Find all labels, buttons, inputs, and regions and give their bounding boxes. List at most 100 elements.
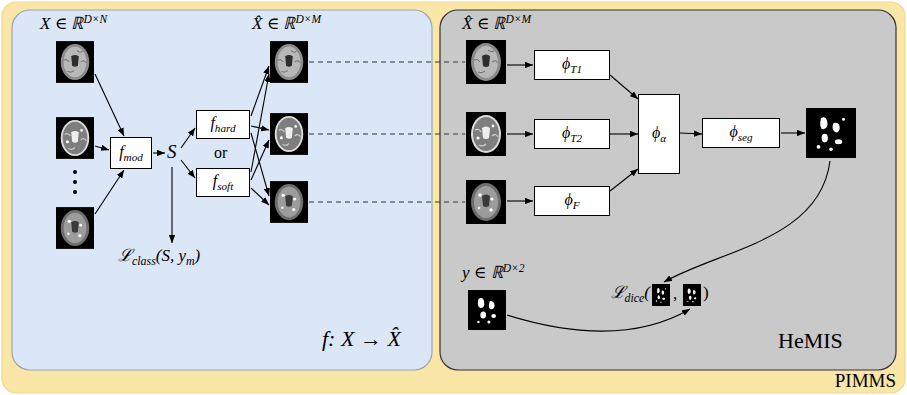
class-loss-label: ℒclass(S, ym)	[118, 246, 200, 269]
function-label: fhard	[210, 114, 235, 135]
text-run: f: X → X̂	[322, 326, 401, 351]
encoder-box: ϕF	[534, 186, 610, 216]
text-holder: HeMIS	[778, 328, 843, 353]
score-symbol: S	[167, 141, 177, 163]
text-run: ϕ	[564, 191, 572, 208]
text-run: ϕ	[729, 123, 737, 140]
text-run: F	[573, 199, 580, 211]
text-holder: X̂ ∈ ℝD×M	[462, 13, 531, 34]
text-run: T2	[570, 132, 582, 144]
text-run: ,	[673, 284, 677, 303]
panel-title: PIMMS	[835, 370, 896, 392]
loss-thumbnail	[652, 284, 670, 306]
arrow	[95, 146, 109, 150]
text-run: X̂ ∈ ℝ	[252, 14, 295, 33]
arrow	[95, 74, 124, 136]
segmentation-box: ϕseg	[702, 118, 780, 148]
text-run: ℒ	[118, 246, 132, 265]
text-run: f	[119, 143, 123, 160]
text-holder: or	[214, 144, 227, 162]
function-label: ϕα	[652, 124, 666, 145]
text-holder: X ∈ ℝD×N	[40, 13, 107, 34]
function-label: ϕseg	[729, 123, 752, 144]
panel-title: HeMIS	[778, 328, 843, 353]
arrow	[181, 160, 195, 178]
function-box: fhard	[196, 110, 250, 139]
text-run: (S, y	[156, 246, 186, 265]
mri-image	[270, 181, 308, 223]
arrow	[507, 200, 533, 201]
arrow	[171, 167, 172, 243]
text-run: dice	[625, 291, 645, 305]
arrow	[781, 132, 805, 133]
arrow	[251, 126, 269, 130]
arrow	[153, 152, 165, 153]
text-run: α	[660, 132, 666, 144]
text-holder: PIMMS	[835, 370, 896, 392]
mri-image	[466, 180, 506, 224]
ground-truth-image	[468, 290, 506, 330]
function-label: fsoft	[213, 172, 234, 193]
text-run: y ∈ ℝ	[462, 263, 503, 282]
ellipsis-dot	[73, 190, 77, 194]
text-run: )	[703, 283, 709, 302]
transform-panel: f: X → X̂fmodfhardfsoft	[12, 10, 432, 370]
function-label: fmod	[119, 143, 143, 164]
dashed-link	[309, 134, 465, 135]
arrow	[507, 64, 533, 65]
mri-image	[270, 41, 308, 83]
panel-title: f: X → X̂	[322, 326, 401, 351]
text-run: X ∈ ℝ	[40, 14, 83, 33]
text-run: f	[213, 172, 217, 189]
input-set-label: X̂ ∈ ℝD×M	[462, 13, 531, 34]
arrow	[181, 128, 195, 148]
text-holder: X̂ ∈ ℝD×M	[252, 13, 321, 34]
comma: ,	[673, 284, 677, 304]
function-label: ϕT1	[562, 55, 582, 76]
text-run: D×M	[295, 13, 321, 26]
mri-image	[466, 112, 506, 156]
text-holder: )	[703, 283, 709, 303]
text-run: D×N	[83, 13, 107, 26]
segmentation-image	[806, 108, 856, 158]
connector-arrow	[610, 169, 638, 191]
text-run: ℒ	[611, 283, 625, 302]
hemis-panel: HeMISϕT1ϕT2ϕFϕαϕseg	[440, 10, 896, 370]
text-run: hard	[215, 122, 236, 134]
arrow	[251, 74, 269, 172]
text-run: T1	[570, 63, 582, 75]
curved-arrow	[507, 309, 690, 331]
paren: )	[703, 283, 709, 303]
text-run: )	[195, 246, 201, 265]
text-holder: S	[167, 141, 177, 163]
dice-loss-label: ℒdice(	[611, 283, 650, 306]
function-label: ϕT2	[562, 124, 582, 145]
text-run: D×M	[505, 13, 531, 26]
text-holder: f: X → X̂	[322, 326, 401, 351]
function-box: fsoft	[196, 168, 250, 197]
or-label: or	[214, 144, 227, 162]
ellipsis-dot	[73, 180, 77, 184]
text-run: m	[186, 254, 195, 268]
mri-image	[56, 117, 94, 159]
text-run: ϕ	[652, 124, 660, 141]
text-run: f	[210, 114, 214, 131]
arrow	[507, 133, 533, 134]
text-run: ϕ	[562, 124, 570, 141]
fusion-box: ϕα	[638, 94, 680, 174]
text-holder: ℒclass(S, ym)	[118, 246, 200, 269]
dashed-link	[309, 62, 465, 63]
curved-arrow	[664, 161, 830, 282]
text-holder: ℒdice(	[611, 283, 650, 306]
mri-image	[466, 40, 506, 84]
ellipsis-dot	[73, 170, 77, 174]
text-holder: y ∈ ℝD×2	[462, 262, 525, 283]
text-run: ϕ	[562, 55, 570, 72]
text-run: (	[644, 283, 650, 302]
dashed-link	[309, 202, 465, 203]
text-run: PIMMS	[835, 370, 896, 391]
